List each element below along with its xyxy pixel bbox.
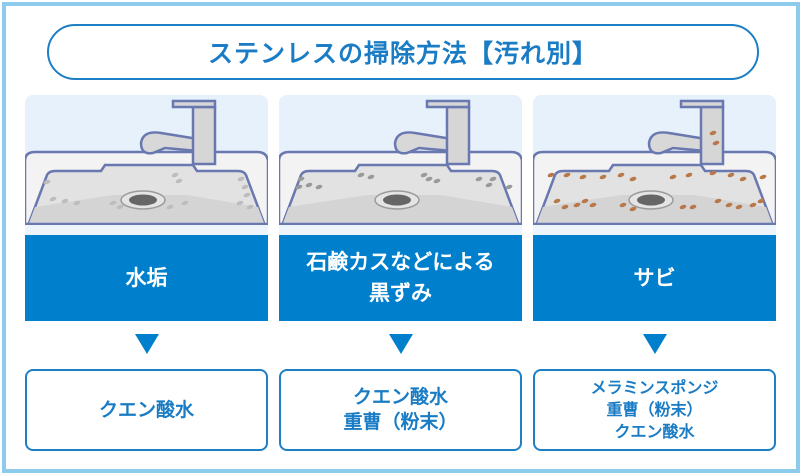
stain-spot — [116, 204, 124, 210]
stain-spot — [619, 202, 627, 208]
stain-spot — [49, 196, 57, 202]
stain-name: 水垢 — [125, 265, 168, 290]
stain-spot — [243, 192, 251, 198]
stain-spot — [246, 204, 254, 210]
faucet-handle — [679, 99, 725, 109]
stain-spot — [547, 172, 555, 178]
stain-spot — [236, 200, 244, 206]
cleaner-box: クエン酸水 重曹（粉末） — [279, 369, 522, 451]
cleaner-box: メラミンスポンジ 重曹（粉末） クエン酸水 — [533, 369, 776, 451]
stain-spot — [305, 182, 313, 188]
stain-spot — [241, 184, 249, 190]
stain-spot — [712, 140, 720, 146]
sink-image — [25, 99, 268, 235]
stain-spot — [166, 204, 174, 210]
cleaner-box: クエン酸水 — [25, 369, 268, 451]
cleaner-item: クエン酸水 — [614, 422, 695, 441]
drain-icon — [637, 194, 665, 206]
stain-spot — [433, 178, 441, 184]
stain-spot — [669, 174, 677, 180]
stain-spot — [679, 204, 687, 210]
stain-spot — [759, 174, 767, 180]
cleaner-item: クエン酸水 — [352, 386, 448, 408]
faucet-handle — [171, 99, 217, 109]
stain-spot — [61, 198, 69, 204]
stain-spot — [295, 184, 303, 190]
stain-name-line: 石鹸カスなどによる — [306, 250, 495, 274]
cleaner-item: 重曹（粉末） — [606, 400, 703, 419]
sink-image — [533, 99, 776, 235]
stain-spot — [43, 179, 51, 185]
stain-spot — [709, 170, 717, 176]
cleaner-item: 重曹（粉末） — [343, 411, 458, 433]
stain-spot — [475, 176, 483, 182]
sink-illustration — [279, 95, 522, 235]
drain-icon — [383, 194, 411, 206]
stain-spot — [73, 200, 81, 206]
down-arrow-icon — [134, 334, 159, 354]
page-title: ステンレスの掃除方法【汚れ別】 — [47, 24, 759, 80]
stain-spot — [629, 206, 637, 212]
stain-spot — [505, 184, 513, 190]
stain-spot — [237, 176, 245, 182]
sink-illustration — [25, 95, 268, 235]
faucet-spout — [393, 131, 454, 155]
stain-spot — [420, 172, 428, 178]
stain-spot — [629, 176, 637, 182]
stain-spot — [553, 198, 561, 204]
stain-name: サビ — [633, 265, 676, 290]
stain-spot — [579, 174, 587, 180]
faucet-spout — [647, 131, 708, 155]
stain-spot — [175, 178, 183, 184]
stain-spot — [573, 202, 581, 208]
stain-spot — [689, 204, 697, 210]
stain-spot — [561, 204, 569, 210]
stain-spot — [109, 200, 117, 206]
sink-illustration — [533, 95, 776, 235]
stain-spot — [171, 172, 179, 178]
faucet-handle — [425, 99, 471, 109]
down-arrow-icon — [642, 334, 667, 354]
stain-spot — [315, 184, 323, 190]
stain-spot — [489, 176, 497, 182]
stain-spot — [181, 200, 189, 206]
stain-spot — [749, 202, 757, 208]
stain-spot — [581, 198, 589, 204]
stain-label: サビ — [533, 235, 776, 321]
stain-name-line: 黒ずみ — [369, 281, 432, 305]
stain-spot — [425, 176, 433, 182]
stain-spot — [617, 172, 625, 178]
stain-spot — [735, 204, 743, 210]
stain-label: 石鹸カスなどによる黒ずみ — [279, 235, 522, 321]
stain-spot — [709, 130, 717, 136]
stain-spot — [757, 198, 765, 204]
faucet-body — [445, 105, 471, 166]
faucet-body — [191, 105, 217, 166]
stain-spot — [589, 202, 597, 208]
stain-label: 水垢 — [25, 235, 268, 321]
sink-image — [279, 99, 522, 235]
stain-spot — [563, 172, 571, 178]
column-rust: サビ メラミンスポンジ 重曹（粉末） クエン酸水 — [533, 95, 776, 451]
stain-spot — [297, 176, 305, 182]
cleaner-item: クエン酸水 — [98, 398, 194, 421]
stain-spot — [714, 198, 722, 204]
column-water-scale: 水垢 クエン酸水 — [25, 95, 268, 451]
stain-spot — [727, 172, 735, 178]
stain-spot — [739, 176, 747, 182]
stain-spot — [685, 172, 693, 178]
column-soap-scum: 石鹸カスなどによる黒ずみ クエン酸水 重曹（粉末） — [279, 95, 522, 451]
stain-spot — [599, 174, 607, 180]
stain-spot — [725, 202, 733, 208]
cleaner-item: メラミンスポンジ — [590, 378, 719, 397]
stain-spot — [485, 182, 493, 188]
drain-icon — [129, 194, 157, 206]
down-arrow-icon — [388, 334, 413, 354]
faucet-body — [699, 105, 725, 166]
stain-spot — [367, 174, 375, 180]
stain-spot — [357, 172, 365, 178]
faucet-spout — [139, 131, 200, 155]
